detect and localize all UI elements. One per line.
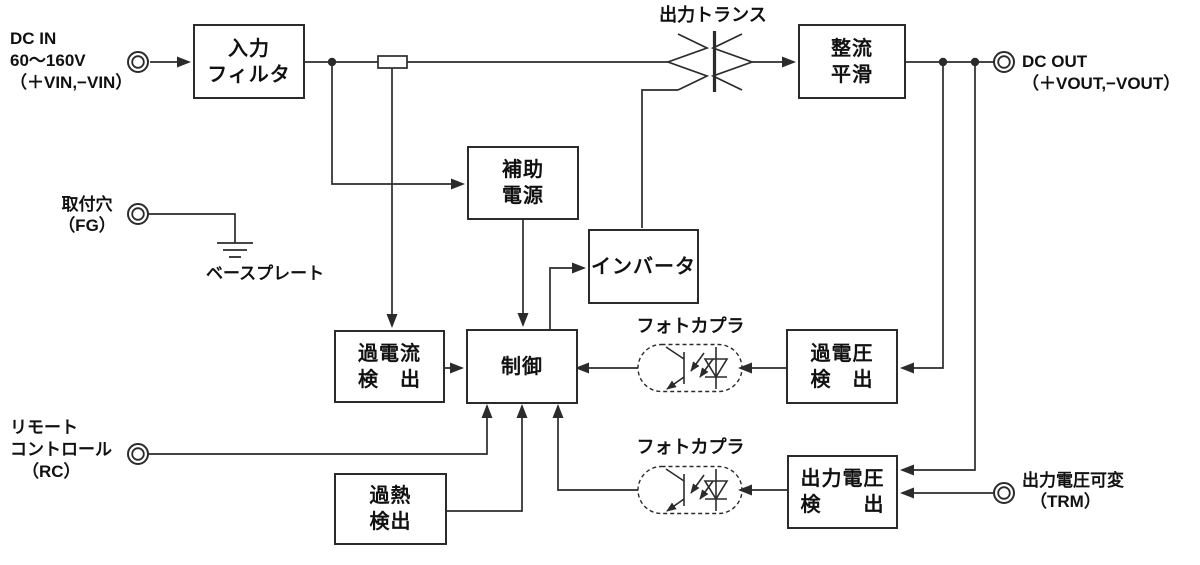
block-overvoltage-detect: 過電圧 検 出: [786, 329, 898, 404]
ground-symbol: [217, 242, 253, 258]
label-line: DC IN: [10, 29, 57, 48]
block-label: 平滑: [831, 63, 873, 86]
phototransistor-emitter: [666, 376, 685, 390]
block-input-filter: 入力 フィルタ: [193, 24, 305, 99]
label-line: 出力電圧可変: [1022, 471, 1124, 490]
label-dc-out: DC OUT （＋VOUT,−VOUT）: [1022, 51, 1180, 95]
label-line: リモート: [10, 418, 78, 437]
terminal-circles: [127, 51, 1015, 504]
photocoupler-bottom-symbol: [637, 465, 743, 515]
label-remote-control: リモート コントロール （RC）: [10, 417, 112, 483]
block-label: 過熱: [369, 485, 412, 507]
block-label: 制御: [501, 355, 543, 378]
label-output-transformer: 出力トランス: [642, 5, 784, 25]
block-output-voltage-detect: 出力電圧 検 出: [787, 455, 898, 529]
output-transformer-symbol: [665, 31, 755, 92]
series-resistor-symbol: [377, 55, 408, 69]
dc-out-terminal-icon: [993, 51, 1015, 73]
junction-dot: [327, 57, 337, 67]
led-triangle: [703, 358, 729, 379]
label-baseplate: ベースプレート: [206, 263, 324, 285]
photocoupler-outline: [637, 343, 743, 393]
rc-terminal-icon: [127, 443, 149, 465]
block-overcurrent-detect: 過電流 検 出: [334, 330, 445, 403]
block-label: 検 出: [358, 368, 421, 391]
wire-fg-to-ground: [148, 213, 236, 243]
led-triangle: [703, 480, 729, 501]
wire-photocoupler2-to-control: [552, 404, 638, 491]
label-mounting-hole: 取付穴 （FG）: [47, 194, 127, 236]
block-label: インバータ: [591, 255, 696, 278]
block-control: 制御: [466, 329, 578, 404]
light-arrow: [690, 352, 705, 372]
block-label: 入力: [228, 37, 270, 60]
junction-dot: [970, 57, 980, 67]
wires: [148, 56, 994, 512]
label-line: （TRM）: [1030, 492, 1101, 511]
label-line: フォトカプラ: [636, 437, 745, 457]
wire-to-outputvoltage: [900, 62, 976, 476]
label-line: 取付穴: [61, 195, 113, 214]
photocoupler-top-symbol: [637, 343, 743, 393]
label-line: （＋VOUT,−VOUT）: [1022, 74, 1181, 93]
block-label: 過電流: [358, 342, 421, 365]
phototransistor-collector: [665, 346, 685, 360]
trm-terminal-icon: [993, 482, 1015, 504]
photocoupler-outline: [637, 465, 743, 515]
light-arrow: [690, 474, 705, 494]
block-rectifier-smoothing: 整流 平滑: [798, 24, 906, 99]
label-line: ベースプレート: [206, 264, 325, 283]
label-line: DC OUT: [1022, 52, 1088, 71]
label-line: （FG）: [58, 216, 116, 235]
transformer-primary-winding: [665, 33, 710, 91]
wire-control-to-inverter: [549, 262, 586, 329]
junction-dot: [938, 57, 948, 67]
fg-terminal-icon: [127, 203, 149, 225]
phototransistor-collector: [665, 468, 685, 482]
block-label: 整流: [831, 37, 873, 60]
block-label: 検出: [369, 511, 412, 533]
block-aux-power: 補助 電源: [467, 146, 579, 220]
block-label: 検 出: [810, 368, 874, 391]
label-photocoupler-top: フォトカプラ: [633, 316, 748, 336]
wire-to-overvoltage: [900, 62, 944, 374]
label-line: フォトカプラ: [636, 316, 745, 336]
junction-dots: [327, 57, 980, 67]
wire-transformer-to-inverter: [641, 89, 678, 228]
label-line: コントロール: [10, 440, 112, 459]
block-inverter: インバータ: [588, 229, 699, 304]
label-line: （RC）: [22, 462, 81, 481]
label-line: 出力トランス: [659, 5, 767, 25]
block-label: 検 出: [800, 494, 885, 516]
block-label: 電源: [502, 185, 544, 207]
phototransistor-emitter: [666, 498, 685, 512]
label-dc-in: DC IN 60〜160V （＋VIN,−VIN）: [10, 28, 132, 94]
label-line: （＋VIN,−VIN）: [10, 73, 133, 92]
transformer-secondary-winding: [710, 33, 755, 91]
label-photocoupler-bottom: フォトカプラ: [633, 437, 748, 457]
light-arrow: [699, 358, 714, 378]
block-label: 出力電圧: [800, 468, 885, 490]
wire-overheat-to-control: [447, 404, 528, 512]
wire-rc-to-control: [148, 404, 493, 455]
dc-in-terminal-icon: [127, 51, 149, 73]
block-label: 過電圧: [810, 342, 874, 365]
block-label: 補助: [502, 159, 544, 181]
light-arrow: [699, 480, 714, 500]
block-overheat-detect: 過熱 検出: [334, 473, 447, 545]
label-line: 60〜160V: [10, 51, 86, 70]
wire-to-aux-power: [331, 62, 465, 190]
label-trm: 出力電圧可変 （TRM）: [1022, 470, 1124, 512]
block-label: フィルタ: [207, 63, 291, 86]
